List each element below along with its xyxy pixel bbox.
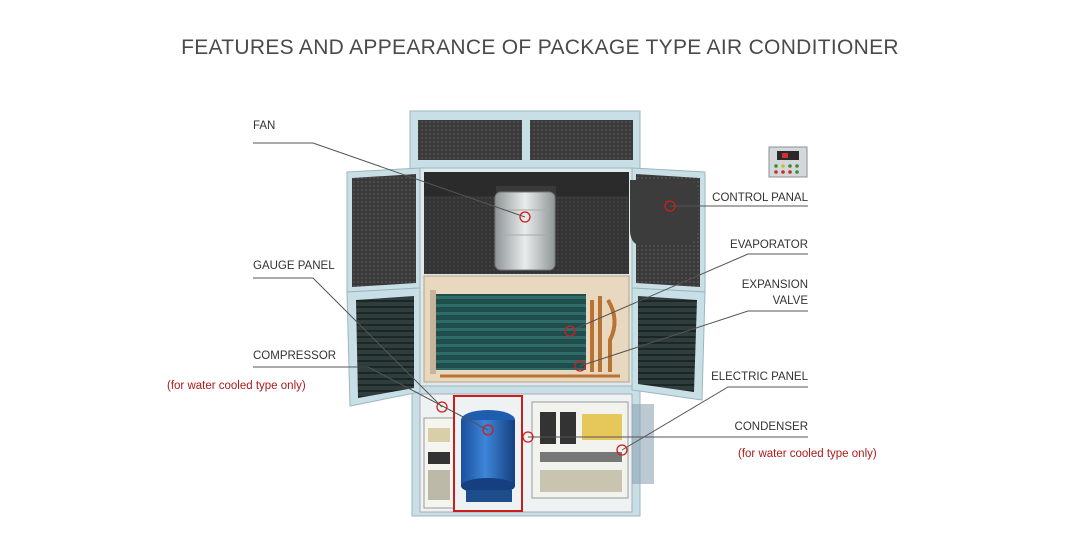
right-lower-door [631, 287, 706, 401]
expansion-valve-label-line1: EXPANSION [741, 279, 808, 291]
left-lower-door [346, 287, 421, 407]
fan-leader-line [253, 142, 526, 218]
gauge-panel-marker [436, 401, 448, 413]
fan-label: FAN [253, 120, 276, 132]
expansion-valve-marker [574, 360, 586, 372]
lower-compartment [419, 393, 654, 513]
fan-blower [494, 186, 556, 271]
gauge-panel-leader-line [253, 277, 443, 408]
electric-panel-label: ELECTRIC PANEL [711, 371, 808, 383]
compressor-unit [461, 410, 515, 502]
electric-panel-marker [616, 444, 628, 456]
expansion-valve-piping [440, 296, 620, 378]
compressor-marker [482, 424, 494, 436]
fan-marker [519, 211, 531, 223]
marker-circles [436, 200, 676, 456]
electric-panel-leader-line [621, 386, 808, 451]
condenser-label: CONDENSER [734, 421, 808, 433]
condenser-note: (for water cooled type only) [738, 448, 877, 460]
compressor-leader-line [253, 366, 489, 431]
condenser-marker [522, 431, 534, 443]
expansion-valve-label-line2: VALVE [772, 295, 808, 307]
compressor-highlight-frame [453, 395, 523, 512]
evaporator-leader-line [569, 253, 808, 332]
evaporator-coil [430, 290, 586, 374]
evaporator-marker [564, 325, 576, 337]
control-panal-label: CONTROL PANAL [712, 192, 808, 204]
control-panal-marker [664, 200, 676, 212]
top-vent-box [409, 110, 641, 170]
compressor-label: COMPRESSOR [253, 350, 337, 362]
gauge-panel-label: GAUGE PANEL [253, 260, 335, 272]
control-panel-thumbnail [768, 146, 808, 178]
compressor-note: (for water cooled type only) [167, 380, 306, 392]
evaporator-label: EVAPORATOR [730, 239, 808, 251]
left-upper-door [346, 167, 421, 293]
page-title: FEATURES AND APPEARANCE OF PACKAGE TYPE … [181, 36, 899, 59]
control-box [630, 180, 698, 244]
leader-lines [253, 142, 808, 451]
expansion-valve-leader-line [579, 310, 808, 367]
